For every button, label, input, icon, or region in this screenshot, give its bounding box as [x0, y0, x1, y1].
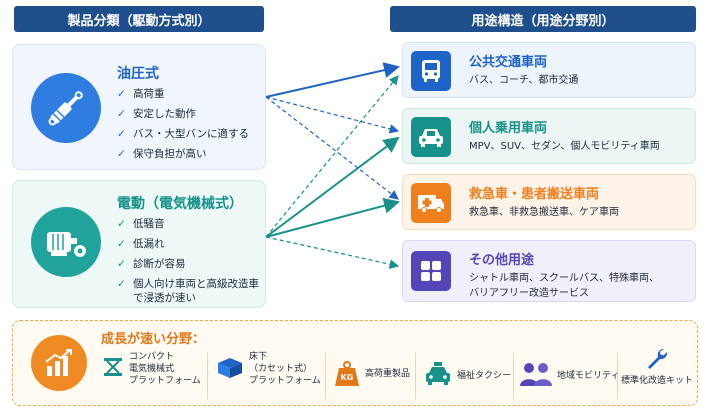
feature-item: ✓保守負担が高い	[117, 148, 207, 160]
app-title: 個人乗用車両	[469, 121, 548, 136]
kg-weight-icon: KG	[333, 361, 361, 387]
divider	[617, 353, 618, 399]
arrow-hydraulic-personal	[265, 96, 400, 134]
feature-item: ✓個人向け車両と高級改造車で浸透が速い	[117, 278, 259, 304]
scissor-lift-icon	[101, 355, 125, 383]
arrow-electric-personal	[265, 136, 400, 238]
feature-item: ✓低漏れ	[117, 238, 165, 250]
growth-item: 床下 （カセット式） プラットフォーム	[215, 351, 321, 387]
growth-chart-icon	[31, 335, 87, 391]
arrow-electric-public	[265, 75, 399, 238]
electric-title: 電動（電気機械式）	[117, 196, 243, 212]
wrench-icon	[619, 347, 695, 371]
growth-item: 標準化改造キット	[619, 347, 695, 387]
app-card-other: その他用途 シャトル車両、スクールバス、特殊車両、 バリアフリー改造サービス	[402, 240, 696, 302]
growth-item: 地域モビリティ	[519, 361, 619, 391]
app-card-ambulance: 救急車・患者搬送車両 救急車、非救急搬送車、ケア車両	[402, 174, 696, 230]
arrow-electric-ambulance	[265, 197, 400, 238]
app-title: 救急車・患者搬送車両	[469, 187, 600, 202]
hydraulic-cylinder-icon	[31, 73, 101, 143]
growth-item: KG 高荷重製品	[333, 361, 410, 387]
taxi-icon	[423, 361, 453, 391]
divider	[513, 353, 514, 399]
app-desc: バス、コーチ、都市交通	[469, 75, 579, 86]
growth-item: 福祉タクシー	[423, 361, 511, 391]
feature-item: ✓高荷重	[117, 88, 165, 100]
feature-item: ✓安定した動作	[117, 108, 196, 120]
divider	[415, 353, 416, 399]
arrow-electric-other	[265, 236, 400, 269]
grid-icon	[411, 251, 451, 291]
application-structure-header: 用途構造（用途分野別）	[390, 6, 696, 32]
divider	[325, 353, 326, 399]
bus-icon	[411, 51, 451, 91]
arrow-hydraulic-ambulance	[265, 96, 399, 200]
electric-panel: 電動（電気機械式） ✓低騒音 ✓低漏れ ✓診断が容易 ✓個人向け車両と高級改造車…	[12, 180, 266, 308]
feature-item: ✓バス・大型バンに適する	[117, 128, 250, 140]
app-title: その他用途	[469, 253, 535, 268]
arrow-hydraulic-public	[265, 62, 400, 98]
app-title: 公共交通車両	[469, 55, 548, 70]
ambulance-icon	[411, 183, 451, 223]
app-desc: MPV、SUV、セダン、個人モビリティ車両	[469, 141, 660, 152]
app-card-personal-vehicle: 個人乗用車両 MPV、SUV、セダン、個人モビリティ車両	[402, 108, 696, 164]
hydraulic-title: 油圧式	[117, 66, 159, 82]
hydraulic-panel: 油圧式 ✓高荷重 ✓安定した動作 ✓バス・大型バンに適する ✓保守負担が高い	[12, 44, 266, 170]
people-icon	[519, 361, 553, 391]
electric-motor-icon	[31, 207, 101, 277]
growth-item: コンパクト 電気機械式 プラットフォーム	[101, 351, 201, 387]
car-icon	[411, 117, 451, 157]
growth-title: 成長が速い分野：	[101, 332, 206, 347]
divider	[207, 353, 208, 399]
growth-section: 成長が速い分野： コンパクト 電気機械式 プラットフォーム 床下 （カセット式）…	[12, 320, 698, 406]
product-classification-header: 製品分類（駆動方式別）	[14, 6, 264, 32]
feature-item: ✓診断が容易	[117, 258, 186, 270]
cassette-box-icon	[215, 355, 245, 383]
app-desc: シャトル車両、スクールバス、特殊車両、 バリアフリー改造サービス	[469, 273, 659, 299]
app-desc: 救急車、非救急搬送車、ケア車両	[469, 207, 619, 218]
app-card-public-transport: 公共交通車両 バス、コーチ、都市交通	[402, 42, 696, 98]
feature-item: ✓低騒音	[117, 218, 165, 230]
